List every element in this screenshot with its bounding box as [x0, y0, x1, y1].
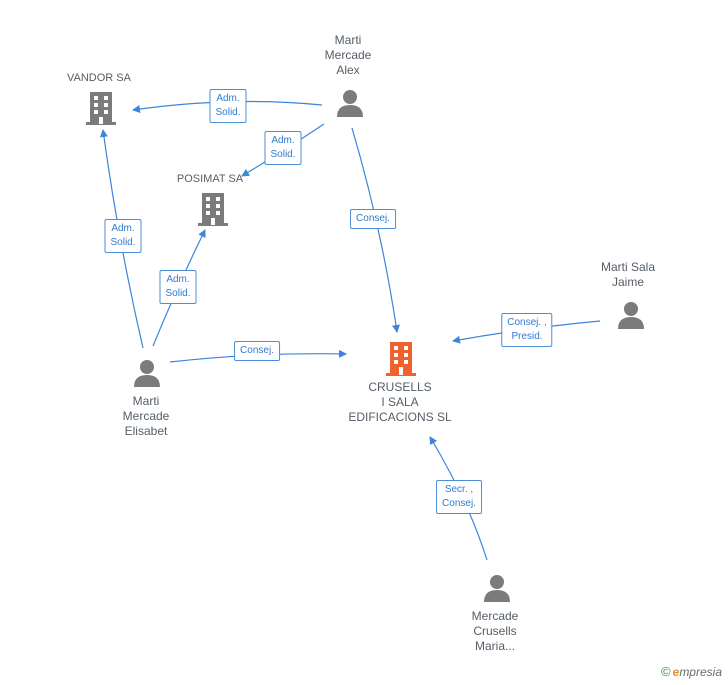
brand-logo[interactable]: ©empresia [661, 664, 722, 679]
brand-initial: e [672, 665, 680, 679]
edge-label-jaime-crusells[interactable]: Consej. , Presid. [501, 313, 553, 347]
edge-label-elisabet-posimat[interactable]: Adm. Solid. [159, 270, 197, 304]
edge-label-elisabet-vandor[interactable]: Adm. Solid. [104, 219, 142, 253]
node-label-crusells[interactable]: CRUSELLS I SALA EDIFICACIONS SL [348, 380, 452, 424]
building-icon[interactable] [196, 191, 230, 227]
building-icon[interactable] [84, 90, 118, 126]
node-label-posimat[interactable]: POSIMAT SA [176, 173, 244, 185]
building-icon-focus[interactable] [384, 340, 418, 378]
brand-name: mpresia [679, 665, 722, 679]
edge-label-maria-crusells[interactable]: Secr. , Consej. [436, 480, 482, 514]
edge-label-alex-crusells[interactable]: Consej. [350, 209, 396, 229]
edge-label-alex-vandor[interactable]: Adm. Solid. [209, 89, 247, 123]
node-label-maria[interactable]: Mercade Crusells Maria... [471, 609, 519, 653]
edge-label-elisabet-crusells[interactable]: Consej. [234, 341, 280, 361]
person-icon[interactable] [482, 573, 512, 603]
edge-alex-crusells [351, 127, 400, 333]
person-icon[interactable] [132, 358, 162, 388]
person-icon[interactable] [335, 88, 365, 118]
node-label-jaime[interactable]: Marti Sala Jaime [600, 260, 656, 289]
person-icon[interactable] [616, 300, 646, 330]
copyright-symbol: © [661, 664, 671, 679]
node-label-elisabet[interactable]: Marti Mercade Elisabet [122, 394, 170, 438]
edge-label-alex-posimat[interactable]: Adm. Solid. [264, 131, 302, 165]
node-label-alex[interactable]: Marti Mercade Alex [324, 33, 372, 77]
node-label-vandor[interactable]: VANDOR SA [67, 72, 131, 84]
